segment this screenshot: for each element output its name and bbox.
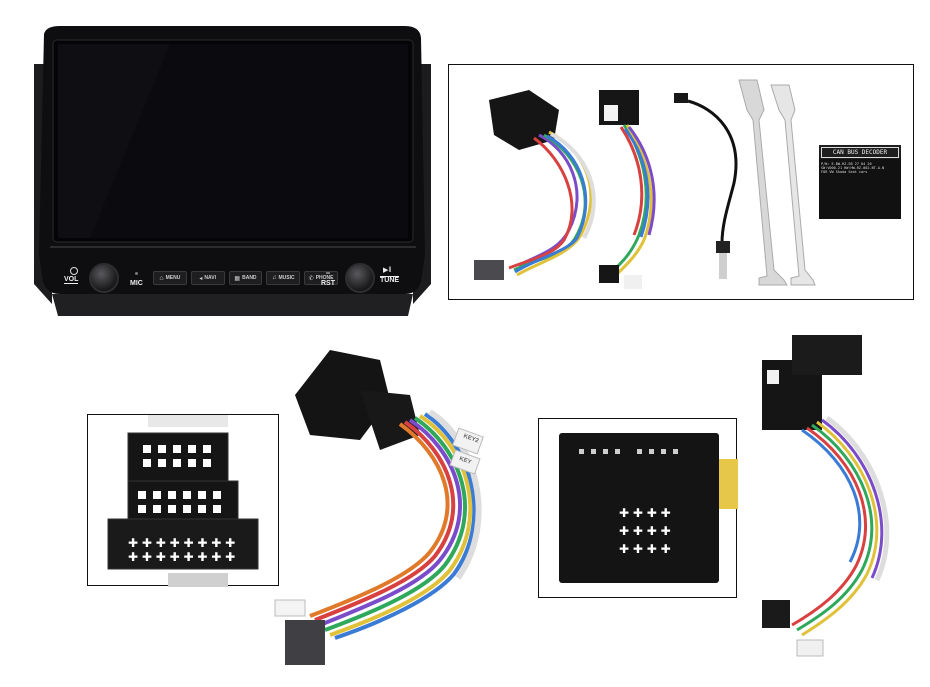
menu-button-label: MENU (165, 275, 181, 281)
main-harness: KEY2 KEY (270, 340, 500, 680)
mic-label: MIC (130, 280, 143, 287)
quadlock-harness-small (474, 90, 596, 280)
antenna-adapter (674, 93, 738, 279)
right-harness-illustration (762, 335, 890, 657)
power-harness-small (599, 90, 656, 289)
svg-text:✚ ✚ ✚ ✚: ✚ ✚ ✚ ✚ (619, 524, 671, 538)
mic-hole (135, 272, 138, 275)
svg-text:✚ ✚ ✚ ✚: ✚ ✚ ✚ ✚ (619, 542, 671, 556)
main-harness-illustration (274, 350, 484, 665)
music-note-icon: ♫ (271, 275, 277, 281)
phone-button[interactable]: ✆ PHONE (304, 271, 338, 285)
menu-button[interactable]: ⌂ MENU (153, 271, 187, 285)
reset-hole[interactable] (326, 272, 330, 274)
phone-icon: ✆ (308, 275, 314, 282)
svg-text:✚ ✚ ✚ ✚ ✚ ✚ ✚ ✚: ✚ ✚ ✚ ✚ ✚ ✚ ✚ ✚ (128, 536, 235, 550)
decoder-line-2: SW:V000.21 HW:HW-RZ-002.NT-A.N (821, 166, 885, 170)
head-unit: VOL MIC ⌂ MENU ◂ NAVI ▦ BAND ♫ MUSIC ✆ P… (30, 24, 435, 320)
home-icon: ⌂ (159, 274, 164, 282)
decoder-label: CAN BUS DECODER P/N: E-BW-RZ-SB 27 04 20… (821, 147, 899, 174)
tune-label: TUNE (380, 276, 400, 284)
hardware-buttons: ⌂ MENU ◂ NAVI ▦ BAND ♫ MUSIC ✆ PHONE (153, 271, 338, 285)
tune-knob[interactable] (345, 263, 375, 293)
navi-button[interactable]: ◂ NAVI (190, 271, 225, 285)
svg-text:✚ ✚ ✚ ✚: ✚ ✚ ✚ ✚ (619, 506, 671, 520)
decoder-line-3: FOR VW Skoda Seat cars (821, 170, 868, 174)
svg-text:✚ ✚ ✚ ✚ ✚ ✚ ✚ ✚: ✚ ✚ ✚ ✚ ✚ ✚ ✚ ✚ (128, 550, 235, 564)
vol-label: VOL (64, 276, 79, 284)
connector-closeup-left: ✚ ✚ ✚ ✚ ✚ ✚ ✚ ✚ ✚ ✚ ✚ ✚ ✚ ✚ ✚ ✚ (87, 414, 279, 587)
music-button-label: MUSIC (278, 275, 295, 281)
band-button[interactable]: ▦ BAND (228, 271, 263, 285)
music-button[interactable]: ♫ MUSIC (266, 271, 301, 285)
volume-knob[interactable] (89, 263, 119, 293)
accessories-box: CAN BUS DECODER P/N: E-BW-RZ-SB 27 04 20… (448, 64, 914, 300)
rst-label: RST (321, 280, 335, 287)
decoder-line-1: P/N: E-BW-RZ-SB 27 04 20 (821, 162, 872, 166)
navi-button-label: NAVI (204, 275, 216, 281)
play-pause-icon: ▶‖ (383, 267, 392, 274)
power-icon (70, 267, 78, 275)
quadlock-connector-front: ✚ ✚ ✚ ✚ ✚ ✚ ✚ ✚ ✚ ✚ ✚ ✚ ✚ ✚ ✚ ✚ (107, 415, 259, 587)
band-button-label: BAND (242, 275, 257, 281)
power-connector-front: ✚ ✚ ✚ ✚ ✚ ✚ ✚ ✚ ✚ ✚ ✚ ✚ (559, 433, 738, 583)
accessories-illustration (474, 79, 901, 289)
phone-button-label: PHONE (315, 275, 334, 281)
head-unit-illustration (34, 26, 431, 316)
right-harness (752, 330, 902, 665)
decoder-title: CAN BUS DECODER (821, 147, 899, 158)
navigation-arrow-icon: ◂ (199, 275, 203, 282)
radio-icon: ▦ (234, 275, 241, 282)
mounting-brackets (738, 79, 816, 286)
connector-closeup-right: ✚ ✚ ✚ ✚ ✚ ✚ ✚ ✚ ✚ ✚ ✚ ✚ (538, 418, 738, 598)
